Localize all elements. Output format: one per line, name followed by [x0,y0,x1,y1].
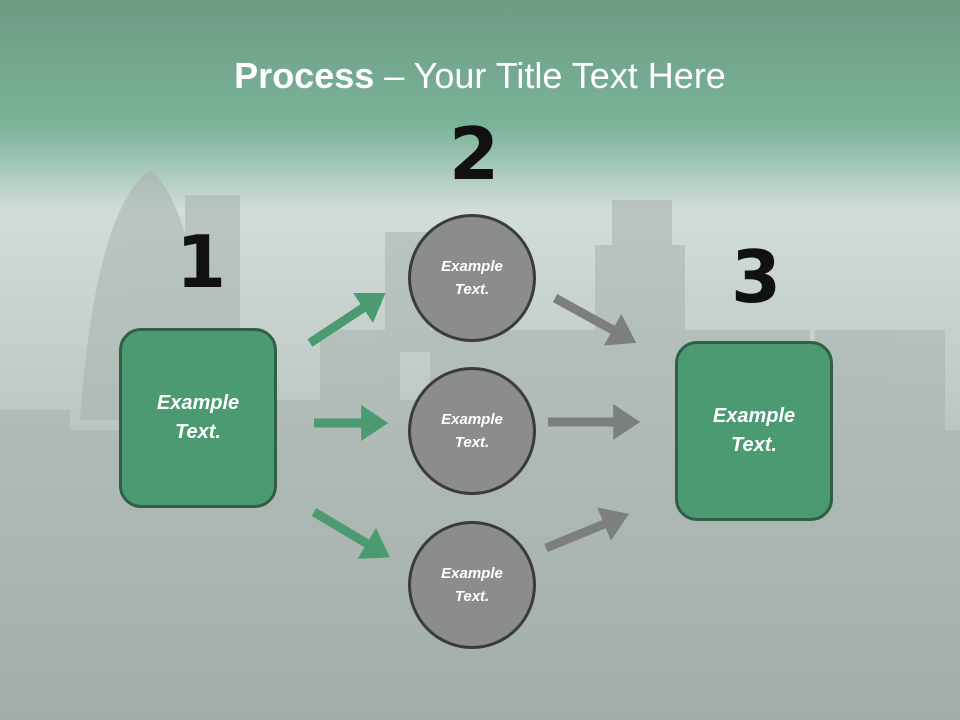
step-1-label: Example Text. [156,392,240,443]
circle-middle-label: Example Text. [441,411,503,451]
circle-middle[interactable]: Example Text. [408,367,536,495]
arrow-1-to-top [307,292,386,347]
step-3-box[interactable]: Example Text. [675,341,833,521]
circle-bottom-label: Example Text. [441,565,503,605]
arrow-1-to-bottom [311,508,390,559]
slide-title: Process – Your Title Text Here [0,55,960,97]
arrow-bottom-to-3 [544,507,629,553]
step-1-box[interactable]: Example Text. [119,328,277,508]
title-bold: Process [234,55,375,96]
step-number-1: 1 [176,220,227,304]
circle-bottom[interactable]: Example Text. [408,521,536,649]
title-rest: – Your Title Text Here [374,55,726,96]
circle-top[interactable]: Example Text. [408,214,536,342]
arrow-top-to-3 [552,294,637,346]
step-number-3: 3 [731,235,782,319]
step-3-label: Example Text. [712,405,796,456]
step-number-2: 2 [449,112,500,196]
circle-top-label: Example Text. [441,258,503,298]
